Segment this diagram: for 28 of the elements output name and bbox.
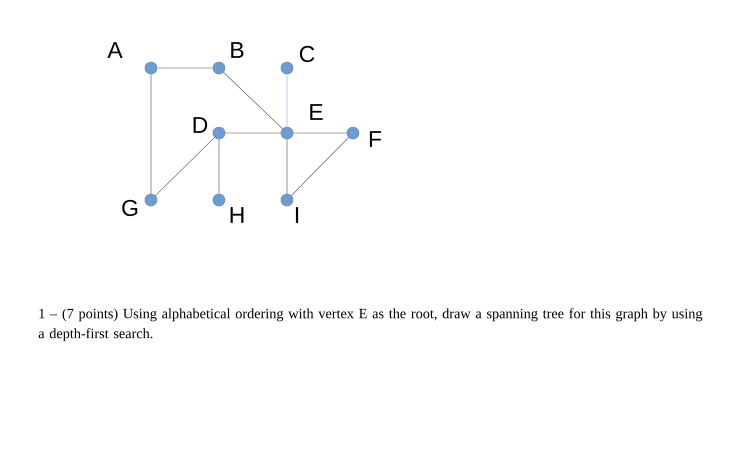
vertex-label: G bbox=[122, 200, 138, 216]
vertex-dot bbox=[280, 62, 294, 74]
vertex-dot bbox=[212, 126, 226, 140]
vertex-dot bbox=[280, 194, 294, 206]
vertex-dot bbox=[280, 126, 294, 140]
graph-edge bbox=[155, 137, 215, 196]
graph-edge bbox=[291, 137, 349, 196]
vertex-label: C bbox=[300, 46, 314, 62]
vertex-label: D bbox=[194, 117, 208, 133]
vertex-label: H bbox=[230, 207, 244, 223]
vertex-label: I bbox=[296, 207, 298, 223]
vertex-label: A bbox=[107, 42, 123, 58]
graph-edge bbox=[286, 139, 288, 194]
vertex-label: E bbox=[310, 104, 323, 120]
graph-edge bbox=[150, 74, 152, 194]
graph-edge bbox=[225, 132, 281, 134]
graph-edge bbox=[293, 132, 347, 134]
vertex-dot bbox=[212, 62, 226, 74]
graph-edge bbox=[286, 74, 288, 127]
graph-edge bbox=[223, 72, 283, 129]
graph-edge bbox=[218, 139, 220, 194]
vertex-dot bbox=[144, 194, 158, 206]
vertex-dot bbox=[144, 62, 158, 74]
vertex-label: B bbox=[231, 42, 244, 58]
vertex-dot bbox=[212, 194, 226, 206]
question-text: 1 – (7 points) Using alphabetical ordering with vertex E as the root, draw a spanning tree for this graph by using a depth-first search. bbox=[38, 308, 702, 342]
vertex-label: F bbox=[370, 131, 382, 147]
vertex-dot bbox=[346, 126, 360, 140]
